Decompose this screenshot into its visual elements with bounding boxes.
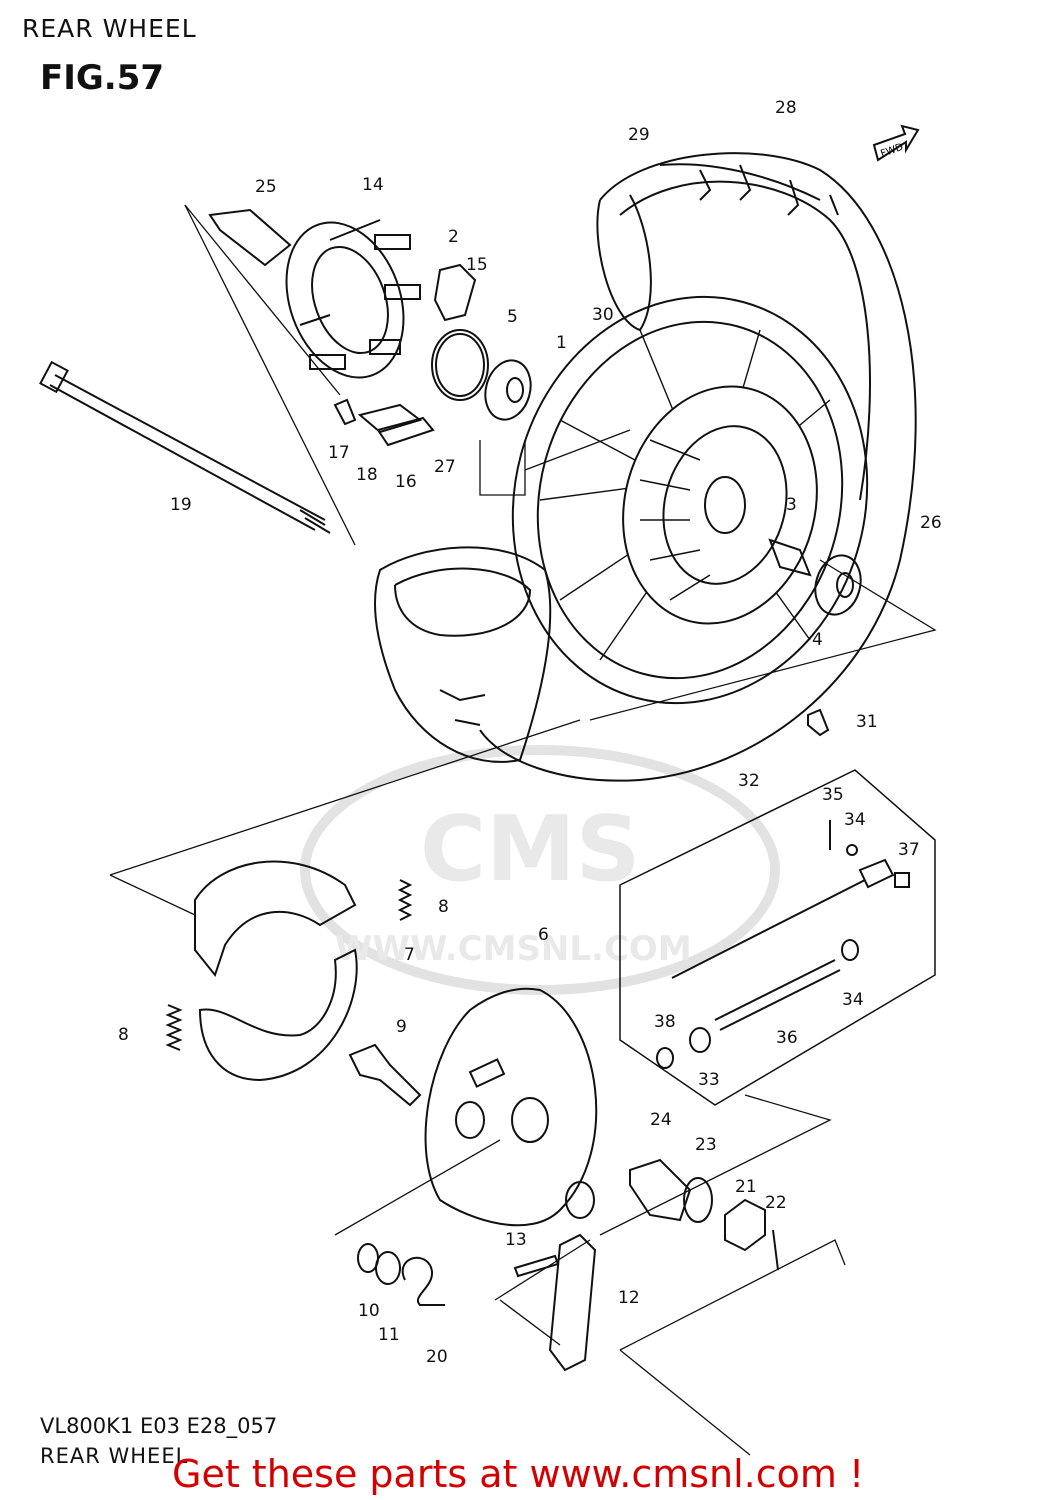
arm-bolt-13 [513,1254,560,1278]
callout-21: 21 [735,1177,757,1197]
callout-12: 12 [618,1288,640,1308]
brake-panel [424,987,598,1227]
callout-2: 2 [448,227,459,247]
axle-nut-21 [724,1198,766,1252]
callout-15: 15 [466,255,488,275]
callout-1: 1 [556,333,567,353]
wheel-bearing-5 [484,359,532,421]
brake-arm [548,1233,597,1372]
callout-10: 10 [358,1301,380,1321]
callout-36: 36 [776,1028,798,1048]
callout-8a: 8 [438,897,449,917]
page-header-title: REAR WHEEL [22,14,197,43]
callout-34a: 34 [844,810,866,830]
callout-3: 3 [786,495,797,515]
callout-23: 23 [695,1135,717,1155]
callout-26: 26 [920,513,942,533]
callout-37: 37 [898,840,920,860]
callout-9: 9 [396,1017,407,1037]
brake-camshaft [348,1043,422,1107]
watermark: CMS WWW.CMSNL.COM [300,745,780,995]
tire-cross-section [374,546,552,763]
callout-32: 32 [738,771,760,791]
cotter-pin-22 [772,1229,779,1271]
callout-34b: 34 [842,990,864,1010]
callout-4: 4 [812,630,823,650]
callout-38: 38 [654,1012,676,1032]
callout-labels: 1 2 3 4 5 6 7 8 8 9 10 11 12 13 14 15 16… [118,98,942,1367]
watermark-url-text: WWW.CMSNL.COM [335,929,692,969]
brake-rod-assembly [619,769,936,1106]
callout-6: 6 [538,925,549,945]
callout-29: 29 [628,125,650,145]
callout-20: 20 [426,1347,448,1367]
figure-number: FIG.57 [40,58,165,98]
washer-23 [683,1177,713,1223]
leader-lines [109,204,937,1456]
rear-tire [479,152,917,782]
callout-13: 13 [505,1230,527,1250]
callout-30: 30 [592,305,614,325]
valve-cap-clip [807,708,830,737]
callout-18: 18 [356,465,378,485]
callout-19: 19 [170,495,192,515]
callout-31: 31 [856,712,878,732]
shoe-spring-top [397,879,413,921]
callout-25: 25 [255,177,277,197]
lock-bolt-assembly [333,398,435,447]
hub-damper [433,263,477,322]
callout-24: 24 [650,1110,672,1130]
callout-33: 33 [698,1070,720,1090]
brake-shoes [194,860,358,1082]
shop-link-banner[interactable]: Get these parts at www.cmsnl.com ! [172,1452,865,1496]
forward-arrow-icon: FWD [872,124,920,162]
watermark-logo-text: CMS [420,797,640,902]
callout-5: 5 [507,307,518,327]
callout-27: 27 [434,457,456,477]
callout-8b: 8 [118,1025,129,1045]
callout-14: 14 [362,175,384,195]
shoe-spring-bottom [165,1004,183,1051]
callout-35: 35 [822,785,844,805]
rear-axle [39,360,331,534]
callout-7: 7 [404,945,415,965]
wheel-bearing-4 [814,554,862,616]
callout-11: 11 [378,1325,400,1345]
return-spring-20 [401,1256,445,1306]
callout-16: 16 [395,472,417,492]
washer-11 [375,1251,401,1285]
callout-22: 22 [765,1193,787,1213]
hub-spacer-3 [768,538,812,577]
sprocket-mounting-drum [285,219,421,379]
wheel-hub-drum [622,385,818,625]
callout-28: 28 [775,98,797,118]
callout-17: 17 [328,443,350,463]
o-ring [431,329,489,401]
seal-10 [357,1243,379,1273]
spacer-24 [629,1158,692,1222]
diagram-code: VL800K1 E03 E28_057 [40,1414,278,1438]
footer-title: REAR WHEEL [40,1444,189,1468]
spacer-25 [208,208,292,267]
